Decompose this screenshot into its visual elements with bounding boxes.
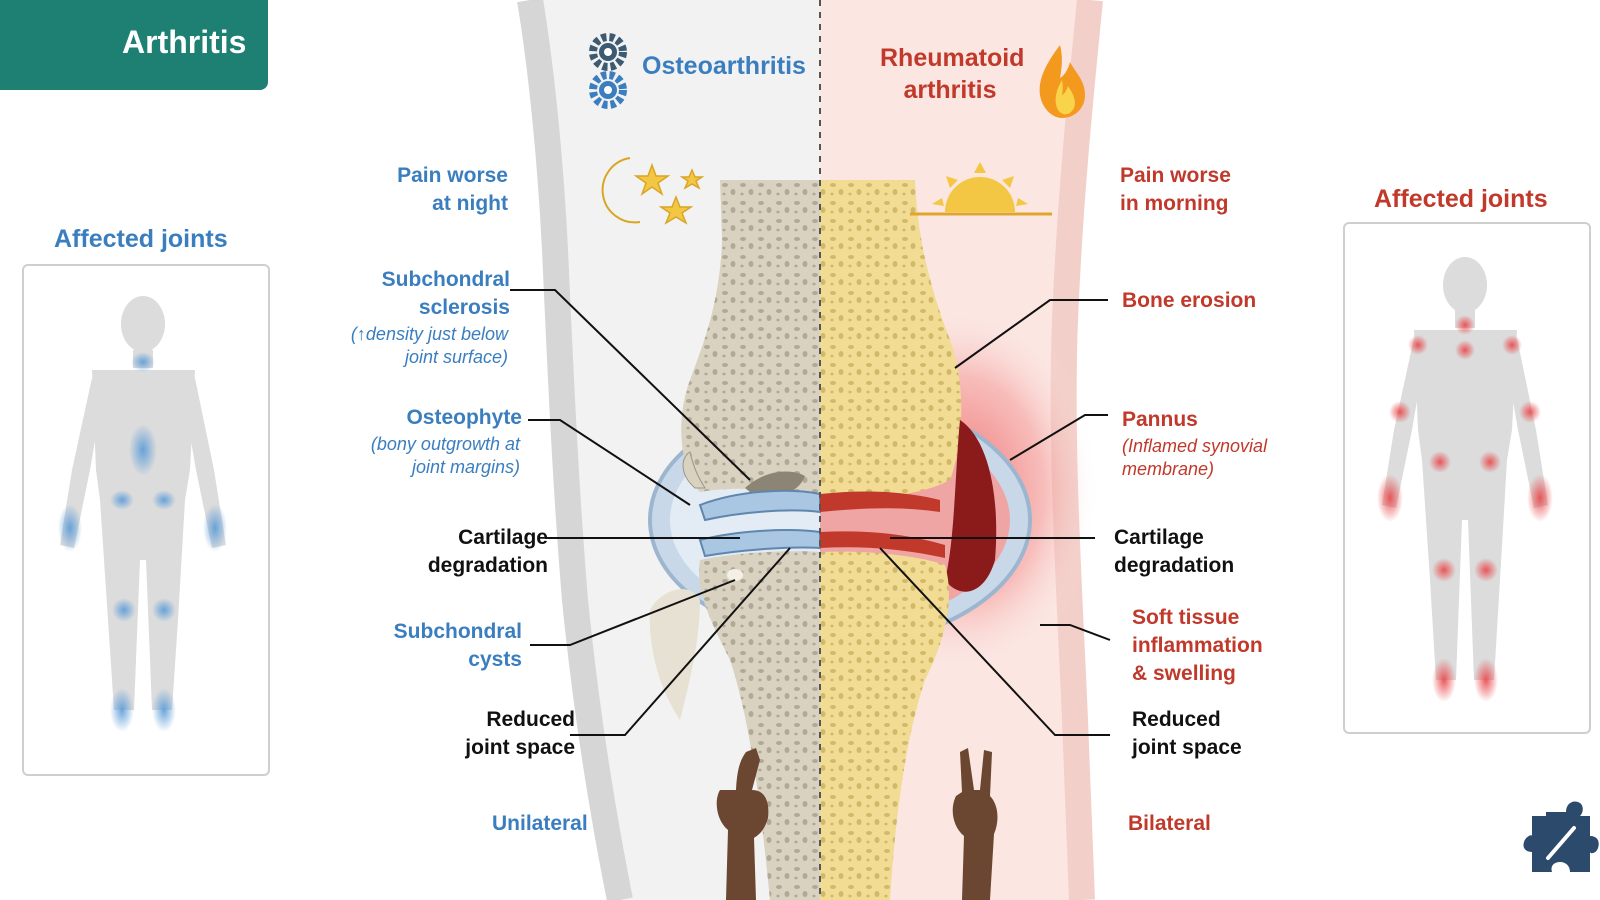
cysts-label: Subchondral cysts [393,620,522,671]
osteo-leader-lines [510,289,791,736]
osteo-tibia [649,551,820,900]
pannus-note: (Inflamed synovial membrane) [1122,436,1268,479]
rheum-femur [820,180,962,500]
osteo-heading: Osteoarthritis [642,52,806,80]
osteophyte-note: (bony outgrowth at joint margins) [370,434,520,477]
cyst-shape [727,569,743,581]
moon-stars-icon [601,157,705,225]
one-finger-hand-icon [716,748,769,900]
page-title: Arthritis [122,24,247,60]
bilateral-label: Bilateral [1128,812,1211,835]
cartilage-layer [698,489,945,558]
rheum-body-figure [1377,257,1553,702]
title-banner [0,0,268,90]
osteo-affected-panel [22,264,270,776]
osteophyte-shape [682,451,706,489]
gears-icon [589,33,627,109]
bone-erosion-label: Bone erosion [1122,289,1257,312]
two-finger-hand-icon [952,748,998,900]
osteo-affected-title: Affected joints [54,225,228,253]
rheum-affected-panel [1343,222,1591,734]
osteophyte-label: Osteophyte [406,406,522,429]
osteo-body-figure [58,296,227,732]
soft-tissue-label: Soft tissue inflammation & swelling [1132,606,1263,685]
unilateral-label: Unilateral [492,812,588,835]
osteo-pain-label: Pain worse at night [397,164,508,215]
flame-icon [1039,45,1085,118]
osteo-cartilage-label: Cartilage degradation [427,526,548,577]
pannus-label: Pannus [1122,408,1198,431]
pannus-shape [945,420,997,592]
sclerosis-note: (↑density just below joint surface) [350,324,508,367]
puzzle-icon [1523,801,1599,872]
sclerosis-label: Subchondral sclerosis [381,268,510,319]
osteo-femur [681,180,820,500]
sun-icon [910,162,1052,216]
rheum-affected-title: Affected joints [1374,185,1548,213]
rheum-tibia [820,551,949,900]
osteo-joint-space-label: Reduced joint space [465,708,575,759]
rheum-heading: Rheumatoid arthritis [880,44,1025,104]
rheum-joint-space-label: Reduced joint space [1132,708,1242,759]
rheum-cartilage-label: Cartilage degradation [1114,526,1235,577]
rheum-pain-label: Pain worse in morning [1120,164,1231,215]
rheum-leader-lines [879,299,1111,736]
